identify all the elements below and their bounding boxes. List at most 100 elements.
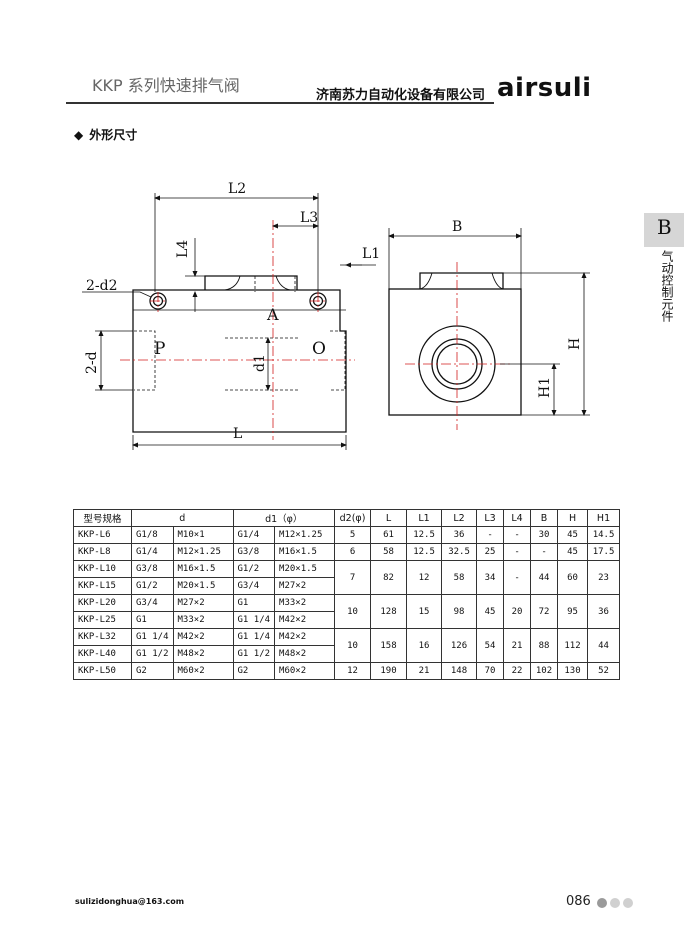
cell: 102 <box>530 662 559 680</box>
cell: 21 <box>406 662 443 680</box>
cell: G1/4 <box>131 543 174 561</box>
cell: G2 <box>131 662 174 680</box>
cell: 58 <box>370 543 408 561</box>
cell: M16×1.5 <box>172 560 234 578</box>
cell: 60 <box>557 560 589 595</box>
label-d1: d1 <box>252 354 268 372</box>
cell: 98 <box>441 594 478 629</box>
cell: 88 <box>530 628 559 663</box>
label-O: O <box>312 339 326 359</box>
cell: M20×1.5 <box>274 560 336 578</box>
cell: 12 <box>406 560 443 595</box>
cell: 126 <box>441 628 478 663</box>
label-d2: 2-d2 <box>86 278 118 294</box>
th-L3: L3 <box>476 509 505 527</box>
table-header-row: 型号规格 d d1（φ） d2(φ) L L1 L2 L3 L4 B H H1 <box>73 509 621 527</box>
cell: G1 <box>232 594 276 612</box>
cell: M33×2 <box>172 611 234 629</box>
table-row: KKP-L6 G1/8 M10×1 G1/4 M12×1.25 5 61 12.… <box>73 526 621 544</box>
cell: 36 <box>441 526 478 544</box>
cell: 82 <box>370 560 408 595</box>
port-o-hidden <box>330 330 346 391</box>
cell: 112 <box>557 628 589 663</box>
side-top-bump <box>419 272 504 289</box>
label-P: P <box>154 339 165 359</box>
cell: 12.5 <box>406 543 443 561</box>
dimension-drawing: L2 L3 L1 2-d2 A P O L B L4 2-d d1 H H1 <box>82 181 590 450</box>
label-d: 2-d <box>84 351 100 374</box>
cell: 12.5 <box>406 526 443 544</box>
cell: 36 <box>587 594 621 629</box>
th-L4: L4 <box>503 509 532 527</box>
header-rule <box>66 102 494 104</box>
section-title: ◆ 外形尺寸 <box>74 126 137 143</box>
cell: 21 <box>503 628 532 663</box>
cell: 22 <box>503 662 532 680</box>
cell: 10 <box>334 628 372 663</box>
cell: KKP-L25 <box>73 611 132 629</box>
th-B: B <box>530 509 559 527</box>
side-tab-label: 气动控制元件 <box>660 250 674 322</box>
label-L3: L3 <box>300 210 318 226</box>
cell: KKP-L8 <box>73 543 132 561</box>
cell: G3/8 <box>131 560 174 578</box>
cell: - <box>503 560 532 595</box>
cell: 34 <box>476 560 505 595</box>
section-title-text: 外形尺寸 <box>89 128 138 142</box>
th-H1: H1 <box>587 509 621 527</box>
label-H1: H1 <box>537 377 553 398</box>
cell: 130 <box>557 662 589 680</box>
table-row: KKP-L8 G1/4 M12×1.25 G3/8 M16×1.5 6 58 1… <box>73 543 621 561</box>
cell: M20×1.5 <box>172 577 234 595</box>
cell: - <box>530 543 559 561</box>
footer-email: sulizidonghua@163.com <box>75 897 185 906</box>
cell: KKP-L32 <box>73 628 132 646</box>
company-name: 济南苏力自动化设备有限公司 <box>316 88 486 103</box>
cell: G1/2 <box>232 560 276 578</box>
cell: 72 <box>530 594 559 629</box>
th-L: L <box>370 509 408 527</box>
cell: - <box>476 526 505 544</box>
cell: KKP-L40 <box>73 645 132 663</box>
cell: 45 <box>557 526 589 544</box>
cell: G2 <box>232 662 276 680</box>
cell: 16 <box>406 628 443 663</box>
cell: 44 <box>587 628 621 663</box>
side-tab-letter: B <box>657 215 672 239</box>
cell: 70 <box>476 662 505 680</box>
cell: G1 1/2 <box>131 645 174 663</box>
cell: G3/8 <box>232 543 276 561</box>
front-body-outline <box>132 289 347 433</box>
page-number: 086 <box>566 894 591 909</box>
table-row: KKP-L10 G3/8 M16×1.5 G1/2 M20×1.5 7 82 1… <box>73 560 621 595</box>
cell: M60×2 <box>274 662 336 680</box>
label-L2: L2 <box>228 181 246 197</box>
cell: G1 1/4 <box>131 628 174 646</box>
diamond-bullet-icon: ◆ <box>74 128 84 142</box>
table-row: KKP-L32 G1 1/4 M42×2 G1 1/4 M42×2 10 158… <box>73 628 621 663</box>
side-body-outline <box>388 288 522 416</box>
cell: M42×2 <box>172 628 234 646</box>
cell: - <box>503 543 532 561</box>
cell: 158 <box>370 628 408 663</box>
cell: 17.5 <box>587 543 621 561</box>
cell: 15 <box>406 594 443 629</box>
th-d: d <box>131 509 234 527</box>
brand-logo: airsuli <box>497 73 592 103</box>
cell: G1 1/4 <box>232 628 276 646</box>
table-row: KKP-L50 G2 M60×2 G2 M60×2 12 190 21 148 … <box>73 662 621 680</box>
table-row: KKP-L15 G1/2 M20×1.5 G3/4 M27×2 <box>73 577 620 595</box>
cell: KKP-L50 <box>73 662 132 680</box>
port-p-hidden <box>134 330 156 391</box>
cell: 128 <box>370 594 408 629</box>
cell: M33×2 <box>274 594 336 612</box>
cell: G1 1/2 <box>232 645 276 663</box>
cell: G1/8 <box>131 526 174 544</box>
cell: KKP-L15 <box>73 577 132 595</box>
cell: 5 <box>334 526 372 544</box>
cell: M12×1.25 <box>172 543 234 561</box>
port-a-hidden <box>254 276 296 292</box>
cell: 190 <box>370 662 408 680</box>
cell: 54 <box>476 628 505 663</box>
cell: 20 <box>503 594 532 629</box>
